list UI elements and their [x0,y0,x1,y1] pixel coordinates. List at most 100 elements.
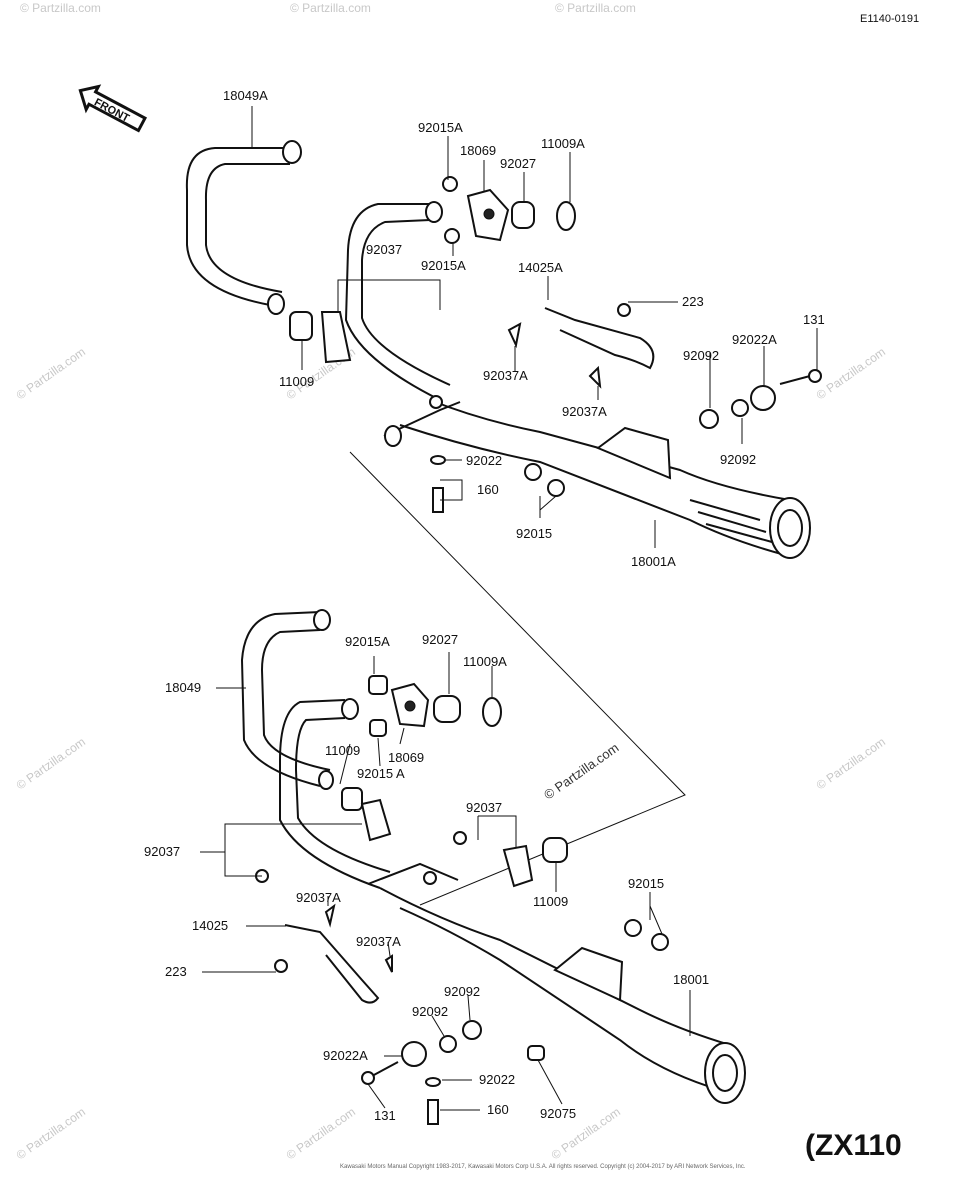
washer-92022 [430,455,446,465]
pipe-end [267,293,285,315]
connector [429,395,443,409]
callout-label: 92092 [412,1004,448,1019]
leader-lines [200,106,818,1111]
damper-92092 [731,399,749,417]
callout-label: 18069 [460,143,496,158]
clamp-92037 [320,311,352,364]
pipe-end [425,201,443,223]
muffler-outlet-inner [777,509,803,547]
callout-label: 18001A [631,554,676,569]
nut-92075 [527,1045,545,1061]
pipe-end [318,770,334,790]
bolt-131 [779,375,811,385]
collar-11009 [289,311,313,341]
muffler-body-lower [399,424,786,556]
bolt-223 [274,959,288,973]
callout-label: 92015A [345,634,390,649]
gasket-11009A [556,201,576,231]
bolt-131-head [361,1071,375,1085]
callout-label: 92022 [466,453,502,468]
flange-hole [483,208,495,220]
watermark-text: © Partzilla.com [290,1,371,15]
callout-label: 160 [487,1102,509,1117]
muffler-bracket [595,426,672,480]
flange-hole [404,700,416,712]
connector [423,871,437,885]
watermark-text: © Partzilla.com [14,735,88,793]
joint-pipe [367,862,459,885]
callout-label: 92037 [144,844,180,859]
muffler-body-18001-lower [399,907,721,1091]
bolt-131-head [808,369,822,383]
clamp-92037 [502,844,534,888]
muffler-body-18001-upper [379,887,731,1046]
lower-exhaust-assembly [240,609,746,1125]
holder-92027 [511,201,535,229]
callout-label: 92037A [483,368,528,383]
damper-92092 [699,409,719,429]
clip-92037A [384,954,393,973]
callout-label: 92022A [323,1048,368,1063]
muffler-fins [689,499,773,543]
collar-11009 [341,787,363,811]
damper-92092 [439,1035,457,1053]
muffler-outlet-inner [712,1054,738,1092]
nut-92015A [369,719,387,737]
washer-92022A [750,385,776,411]
callout-label: 131 [374,1108,396,1123]
pipe-end [341,698,359,720]
exhaust-pipe-upper [344,203,441,401]
callout-label: 18069 [388,750,424,765]
callout-label: 11009A [463,654,507,669]
callout-label: 11009 [533,894,568,909]
callout-label: 92092 [720,452,756,467]
bolt-131 [371,1061,399,1077]
center-watermark-text: © Partzilla.com [541,740,621,803]
callout-label: 92015 A [357,766,405,781]
upper-exhaust-assembly [185,140,822,559]
callout-labels: 18049A 92015A 18069 92027 11009A 92037 9… [144,88,825,1123]
callout-label: 92092 [444,984,480,999]
pipe-joint-end [384,425,402,447]
clip-92037A [507,322,522,349]
callout-label: 11009 [325,743,360,758]
callout-label: 11009 [279,374,314,389]
clamp-92037 [360,798,392,842]
watermark-text: © Partzilla.com [555,1,636,15]
callout-label: 92015A [418,120,463,135]
callout-label: 92075 [540,1106,576,1121]
callout-label: 92022 [479,1072,515,1087]
washer-92022 [425,1077,441,1087]
pipe-end [282,140,302,164]
exhaust-pipe-18049A-inner [204,163,290,293]
watermark-text: © Partzilla.com [284,1105,358,1163]
collar-11009 [542,837,568,863]
copyright-notice: Kawasaki Motors Manual Copyright 1983-20… [340,1164,746,1170]
callout-label: 11009A [541,136,585,151]
callout-label: 18049 [165,680,201,695]
callout-label: 92037A [296,890,341,905]
callout-label: 92092 [683,348,719,363]
damper-92092 [462,1020,482,1040]
exhaust-pipe-lower [279,699,381,889]
muffler-bracket [553,946,624,1002]
model-label: (ZX110 [805,1129,902,1162]
pipe-end [313,609,331,631]
nut-92015 [524,463,542,481]
callout-label: 92027 [500,156,536,171]
holder-92027 [433,695,461,723]
callout-label: 92022A [732,332,777,347]
callout-label: 223 [682,294,704,309]
callout-label: 14025A [518,260,563,275]
exhaust-pipe-18049-inner [260,629,331,771]
callout-label: 131 [803,312,825,327]
callout-label: 160 [477,482,499,497]
watermark-text: © Partzilla.com [14,345,88,403]
bracket-14025A [544,307,655,370]
callout-label: 18049A [223,88,268,103]
joint-pipe [383,401,461,437]
exhaust-pipe-upper-inner [361,219,451,386]
callout-label: 14025 [192,918,228,933]
watermark-text: © Partzilla.com [814,735,888,793]
